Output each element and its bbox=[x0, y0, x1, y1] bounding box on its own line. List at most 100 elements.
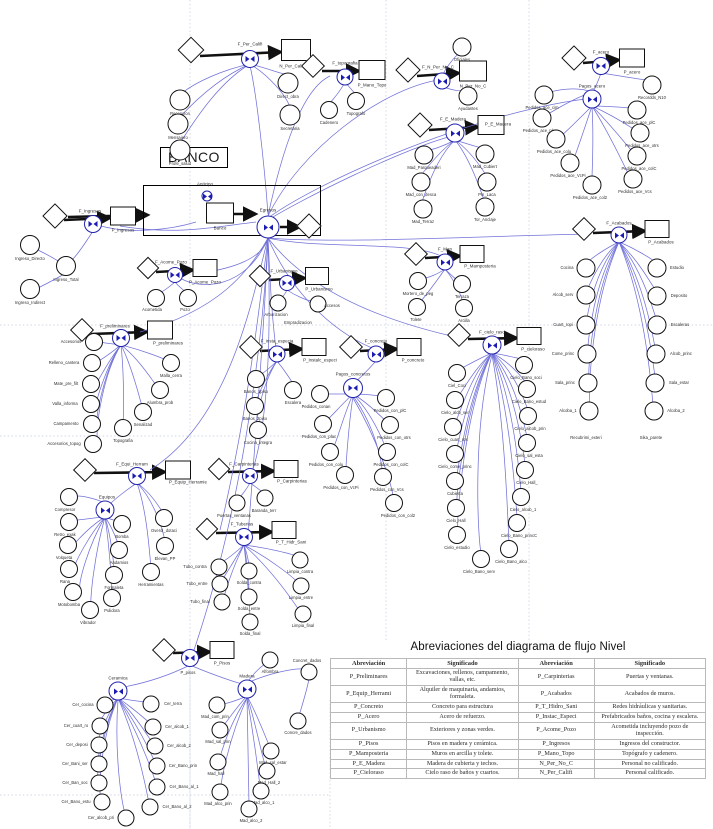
node-level-l_ciel[interactable] bbox=[516, 327, 542, 345]
node-aux-a_mortero[interactable] bbox=[409, 272, 427, 290]
node-aux-a_madalco2[interactable] bbox=[240, 800, 258, 818]
node-aux-a_limpiafinal[interactable] bbox=[294, 605, 312, 623]
node-aux-a_cielobanoestud[interactable] bbox=[518, 380, 536, 398]
node-aux-a_rellcant[interactable] bbox=[83, 354, 101, 372]
node-aux-a_madalcoprin[interactable] bbox=[211, 783, 229, 801]
node-aux-a_madalco1[interactable] bbox=[252, 782, 270, 800]
node-aux-a_alcoba1[interactable] bbox=[579, 401, 599, 421]
node-aux-a_profsalud[interactable] bbox=[169, 139, 191, 161]
node-aux-a_banos2[interactable] bbox=[246, 397, 264, 415]
node-aux-a_cielobanoprinc[interactable] bbox=[508, 514, 526, 532]
node-aux-a_alumbra[interactable] bbox=[151, 381, 169, 399]
node-aux-a_concretdados[interactable] bbox=[300, 663, 318, 681]
node-aux-a_cieloalcobprin[interactable] bbox=[519, 407, 537, 425]
node-aux-a_comeprinc[interactable] bbox=[577, 344, 597, 364]
node-valve-v_pisos[interactable] bbox=[181, 649, 199, 667]
node-aux-a_madhall[interactable] bbox=[209, 753, 227, 771]
node-aux-a_senaliz[interactable] bbox=[134, 403, 152, 421]
node-level-l_percal[interactable] bbox=[281, 39, 311, 61]
node-aux-a_cielobanoserv[interactable] bbox=[472, 550, 490, 568]
node-aux-a_convcpi[interactable] bbox=[336, 466, 354, 484]
node-valve-v_madera[interactable] bbox=[237, 679, 257, 699]
node-level-l_eqh[interactable] bbox=[165, 460, 191, 480]
node-aux-a_topografia[interactable] bbox=[114, 419, 132, 437]
node-aux-a_acecol2[interactable] bbox=[582, 175, 602, 195]
node-cloud-cld_pisos[interactable] bbox=[151, 637, 177, 663]
node-aux-a_formaleta[interactable] bbox=[105, 566, 123, 584]
node-aux-a_estudio[interactable] bbox=[647, 258, 667, 278]
node-aux-a_puertas[interactable] bbox=[228, 494, 246, 512]
node-aux-a_accesorios[interactable] bbox=[85, 333, 103, 351]
node-aux-a_concredados[interactable] bbox=[289, 712, 307, 730]
node-aux-a_cieloalcob1[interactable] bbox=[512, 488, 530, 506]
node-valve-v_acero[interactable] bbox=[592, 57, 610, 75]
node-aux-a_escaleras[interactable] bbox=[647, 315, 667, 335]
node-aux-a_toranclaje[interactable] bbox=[475, 197, 495, 217]
node-aux-a_limpiaentre[interactable] bbox=[292, 577, 310, 595]
node-aux-a_bomba[interactable] bbox=[113, 515, 131, 533]
node-aux-a_cercocina[interactable] bbox=[96, 696, 114, 714]
node-aux-a_cielohall[interactable] bbox=[447, 499, 465, 517]
node-level-l_acab[interactable] bbox=[644, 220, 670, 238]
node-cloud-cld_ingr[interactable] bbox=[42, 203, 68, 229]
node-aux-a_arcilla[interactable] bbox=[455, 299, 473, 317]
node-aux-a_elevan[interactable] bbox=[156, 537, 174, 555]
node-level-l_emad[interactable] bbox=[477, 115, 505, 135]
node-aux-a_motobomba[interactable] bbox=[64, 583, 82, 601]
node-aux-a_aceplc[interactable] bbox=[627, 100, 647, 120]
node-valve-v_inst[interactable] bbox=[268, 345, 286, 363]
node-aux-a_mensajero[interactable] bbox=[167, 113, 189, 135]
node-aux-a_acecolu[interactable] bbox=[546, 129, 566, 149]
node-cloud-cld_man[interactable] bbox=[403, 241, 429, 267]
node-valve-v_carp[interactable] bbox=[242, 468, 258, 484]
node-cloud-cld_inst[interactable] bbox=[238, 334, 264, 360]
node-level-lvl_banco[interactable] bbox=[206, 202, 234, 224]
node-aux-a_overol[interactable] bbox=[155, 509, 173, 527]
node-level-l_man[interactable] bbox=[459, 245, 485, 263]
node-aux-a_pulidora[interactable] bbox=[103, 589, 121, 607]
node-aux-a_conplac[interactable] bbox=[314, 415, 332, 433]
node-cloud-cld_conc[interactable] bbox=[338, 334, 364, 360]
node-aux-a_mateprefilt[interactable] bbox=[82, 375, 100, 393]
node-aux-a_cerbansoc[interactable] bbox=[90, 774, 108, 792]
node-cloud-cld_carp[interactable] bbox=[207, 457, 231, 481]
node-aux-a_acecim[interactable] bbox=[534, 85, 554, 105]
node-aux-a_deposito[interactable] bbox=[647, 286, 667, 306]
node-valve-v_ingr[interactable] bbox=[84, 215, 102, 233]
node-aux-a_concolu[interactable] bbox=[321, 443, 339, 461]
node-aux-a_madterraz[interactable] bbox=[413, 199, 433, 219]
node-aux-a_vallainf[interactable] bbox=[82, 395, 100, 413]
node-aux-a_cieloalcbser[interactable] bbox=[446, 391, 464, 409]
node-level-l_ingr[interactable] bbox=[110, 206, 136, 226]
node-aux-a_ingdir[interactable] bbox=[20, 235, 40, 255]
node-cloud-cld_emad[interactable] bbox=[407, 112, 433, 138]
node-aux-a_pozo[interactable] bbox=[179, 289, 197, 307]
node-cloud-cld_tub[interactable] bbox=[195, 517, 219, 541]
node-aux-a_acevcpi[interactable] bbox=[560, 153, 580, 173]
node-valve-v_pagosacero[interactable] bbox=[582, 89, 602, 109]
node-valve-v_prel[interactable] bbox=[112, 329, 130, 347]
node-aux-a_ingtot[interactable] bbox=[56, 256, 76, 276]
node-aux-a_andamios[interactable] bbox=[110, 541, 128, 559]
node-aux-a_concolc[interactable] bbox=[378, 443, 396, 461]
node-aux-a_limpiacontra[interactable] bbox=[291, 551, 309, 569]
node-cloud-cld_ciel[interactable] bbox=[446, 322, 472, 348]
node-aux-a_tubocontra[interactable] bbox=[210, 558, 228, 576]
node-aux-a_certerra[interactable] bbox=[142, 695, 160, 713]
node-aux-a_concol2[interactable] bbox=[385, 494, 403, 512]
node-aux-a_alcobserv[interactable] bbox=[576, 285, 596, 305]
node-valve-v_man[interactable] bbox=[436, 253, 454, 271]
node-aux-a_retroexak[interactable] bbox=[60, 513, 78, 531]
node-aux-a_ceralcobpri[interactable] bbox=[117, 809, 135, 827]
node-aux-a_cadenero[interactable] bbox=[320, 101, 338, 119]
node-valve-v_acab[interactable] bbox=[610, 226, 628, 244]
node-aux-a_escalera[interactable] bbox=[284, 381, 302, 399]
node-aux-a_alcobprinc[interactable] bbox=[646, 344, 666, 364]
node-level-l_acero[interactable] bbox=[619, 48, 645, 68]
node-aux-a_recordds[interactable] bbox=[642, 75, 662, 95]
node-aux-a_convcs[interactable] bbox=[374, 468, 392, 486]
node-valve-v_topo[interactable] bbox=[336, 68, 354, 86]
node-aux-a_cielocome[interactable] bbox=[446, 445, 464, 463]
node-aux-a_volqueta[interactable] bbox=[59, 536, 77, 554]
node-aux-a_arboriz[interactable] bbox=[269, 294, 287, 312]
